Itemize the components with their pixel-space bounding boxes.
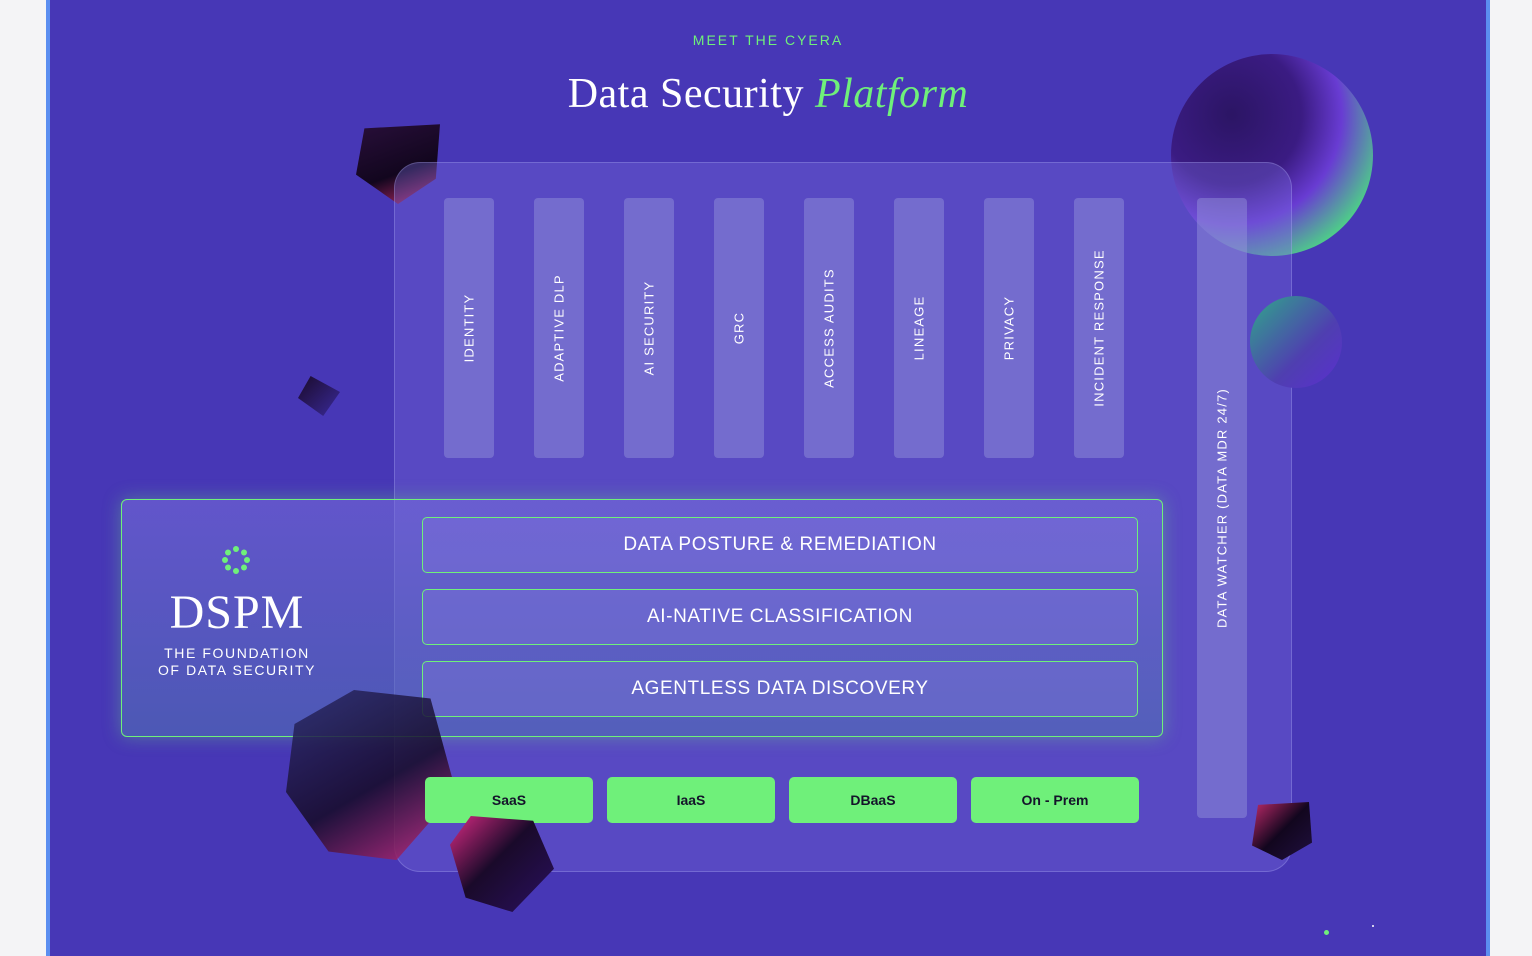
layer-ai-classification: AI-NATIVE CLASSIFICATION — [422, 589, 1138, 645]
layer-label: AI-NATIVE CLASSIFICATION — [646, 606, 913, 627]
env-label: On - Prem — [1021, 792, 1089, 808]
env-on-prem: On - Prem — [971, 777, 1139, 823]
pillar-incident-response: INCIDENT RESPONSE — [1074, 198, 1124, 458]
pillar-access-audits: ACCESS AUDITS — [804, 198, 854, 458]
env-label: SaaS — [491, 792, 527, 808]
pillar-lineage: LINEAGE — [894, 198, 944, 458]
pillar-label: GRC — [731, 311, 747, 345]
pillar-label: INCIDENT RESPONSE — [1091, 249, 1107, 407]
pillar-label: ADAPTIVE DLP — [551, 274, 567, 382]
watcher-label: DATA WATCHER (DATA MDR 24/7) — [1214, 388, 1230, 628]
env-dbaas: DBaaS — [789, 777, 957, 823]
title-accent: Platform — [814, 71, 969, 117]
pillar-label: LINEAGE — [911, 295, 927, 361]
decorative-dot — [1324, 930, 1329, 935]
dspm-subtitle-line: OF DATA SECURITY — [157, 662, 317, 678]
dspm-subtitle-line: THE FOUNDATION — [164, 645, 310, 661]
env-label: DBaaS — [850, 792, 896, 808]
layer-data-posture: DATA POSTURE & REMEDIATION — [422, 517, 1138, 573]
decorative-rock — [298, 376, 340, 416]
ring-dots-icon — [222, 546, 250, 574]
env-iaas: IaaS — [607, 777, 775, 823]
pillar-ai-security: AI SECURITY — [624, 198, 674, 458]
dspm-title: DSPM — [169, 586, 305, 639]
platform-section: MEET THE CYERA Data Security Platform ID… — [46, 0, 1490, 956]
pillar-identity: IDENTITY — [444, 198, 494, 458]
section-title: Data Security Platform — [50, 70, 1486, 118]
pillar-adaptive-dlp: ADAPTIVE DLP — [534, 198, 584, 458]
dspm-subtitle: THE FOUNDATION OF DATA SECURITY — [121, 645, 353, 679]
layer-data-discovery: AGENTLESS DATA DISCOVERY — [422, 661, 1138, 717]
env-saas: SaaS — [425, 777, 593, 823]
pillar-label: ACCESS AUDITS — [821, 268, 837, 388]
decorative-sphere-large — [1171, 54, 1373, 256]
dspm-band — [121, 499, 1163, 737]
title-main: Data Security — [567, 71, 804, 117]
pillar-label: AI SECURITY — [641, 280, 657, 376]
decorative-dot — [1372, 925, 1374, 927]
pillar-data-watcher: DATA WATCHER (DATA MDR 24/7) — [1197, 198, 1247, 818]
layer-label: DATA POSTURE & REMEDIATION — [623, 534, 937, 555]
pillar-label: IDENTITY — [461, 293, 477, 363]
dspm-block: DSPM THE FOUNDATION OF DATA SECURITY — [121, 499, 353, 737]
layer-label: AGENTLESS DATA DISCOVERY — [631, 678, 929, 699]
pillar-label: PRIVACY — [1001, 295, 1017, 361]
env-label: IaaS — [676, 792, 706, 808]
eyebrow-text: MEET THE CYERA — [692, 32, 844, 48]
pillar-privacy: PRIVACY — [984, 198, 1034, 458]
decorative-sphere-small — [1250, 296, 1342, 388]
pillar-grc: GRC — [714, 198, 764, 458]
